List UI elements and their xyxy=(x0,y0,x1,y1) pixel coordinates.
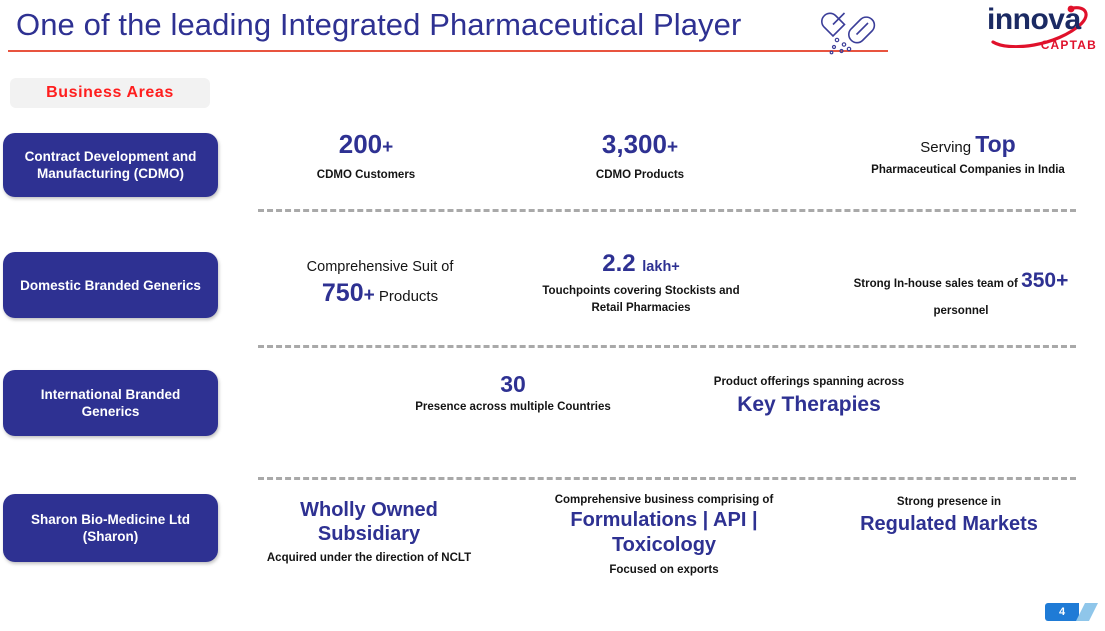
stat-value: 3,300+ xyxy=(601,129,679,159)
page-badge-flag-icon xyxy=(1076,603,1098,621)
capsule-pill-icon xyxy=(821,12,876,55)
stat-business-comprising: Comprehensive business comprising of For… xyxy=(540,492,788,578)
slide-header: One of the leading Integrated Pharmaceut… xyxy=(0,0,1105,62)
stat-label: personnel xyxy=(933,305,989,317)
row-separator-1 xyxy=(258,209,1076,212)
stat-cdmo-customers: 200+ CDMO Customers xyxy=(260,128,472,183)
stat-value-line1: Formulations | API | xyxy=(570,509,758,531)
stat-lead: Product offerings spanning across xyxy=(713,376,905,388)
stat-label: Pharmaceutical Companies in India xyxy=(871,164,1065,176)
row-international-branded-generics: International Branded Generics 30 Presen… xyxy=(0,370,1105,438)
stat-value: 200+ xyxy=(338,129,394,159)
stat-cdmo-products: 3,300+ CDMO Products xyxy=(532,128,748,183)
business-areas-chip: Business Areas xyxy=(10,78,210,108)
stat-value: Serving Top xyxy=(920,131,1016,157)
stat-value: 2.2 lakh+ xyxy=(602,250,680,277)
stat-sales-team: Strong In-house sales team of 350+ perso… xyxy=(820,270,1102,319)
brand-logo: innova CAPTAB xyxy=(987,2,1099,56)
stat-label: CDMO Products xyxy=(595,169,685,181)
row-sharon-bio-medicine: Sharon Bio-Medicine Ltd (Sharon) Wholly … xyxy=(0,492,1105,578)
stat-regulated-markets: Strong presence in Regulated Markets xyxy=(830,494,1068,538)
stat-value: Regulated Markets xyxy=(860,513,1038,535)
stat-cdmo-top-companies: Serving Top Pharmaceutical Companies in … xyxy=(836,130,1100,178)
stat-label: Presence across multiple Countries xyxy=(415,401,611,413)
stat-countries: 30 Presence across multiple Countries xyxy=(398,370,628,415)
stat-label-line1: Touchpoints covering Stockists and xyxy=(542,285,740,297)
stat-wholly-owned-subsidiary: Wholly Owned Subsidiary Acquired under t… xyxy=(258,498,480,566)
row-domestic-branded-generics: Domestic Branded Generics Comprehensive … xyxy=(0,250,1105,324)
stat-label-line2: Retail Pharmacies xyxy=(591,302,691,314)
category-pill-international-branded-generics[interactable]: International Branded Generics xyxy=(3,370,218,436)
stat-touchpoints: 2.2 lakh+ Touchpoints covering Stockists… xyxy=(528,250,754,315)
stat-key-therapies: Product offerings spanning across Key Th… xyxy=(690,374,928,420)
stat-label: Focused on exports xyxy=(609,564,719,576)
page-number-badge: 4 xyxy=(1045,603,1098,625)
row-cdmo: Contract Development and Manufacturing (… xyxy=(0,128,1105,200)
row-separator-3 xyxy=(258,477,1076,480)
stat-lead: Comprehensive Suit of xyxy=(306,259,454,275)
category-pill-cdmo[interactable]: Contract Development and Manufacturing (… xyxy=(3,133,218,197)
stat-value-line2: Toxicology xyxy=(611,534,717,556)
logo-wordmark: innova xyxy=(987,3,1081,36)
category-pill-sharon-bio-medicine[interactable]: Sharon Bio-Medicine Ltd (Sharon) xyxy=(3,494,218,562)
page-title: One of the leading Integrated Pharmaceut… xyxy=(16,7,742,42)
logo-swoosh-icon xyxy=(991,5,1088,48)
title-underline-rule xyxy=(8,50,888,52)
page-number: 4 xyxy=(1045,603,1079,621)
stat-product-suite: Comprehensive Suit of 750+ Products xyxy=(255,256,505,312)
stat-lead: Comprehensive business comprising of xyxy=(554,494,774,506)
logo-subtext: CAPTAB xyxy=(1040,38,1097,52)
row-separator-2 xyxy=(258,345,1076,348)
stat-value: 750+ Products xyxy=(321,279,439,307)
stat-label: CDMO Customers xyxy=(316,169,416,181)
category-pill-domestic-branded-generics[interactable]: Domestic Branded Generics xyxy=(3,252,218,318)
stat-value: Key Therapies xyxy=(737,393,881,416)
stat-value-line1: Wholly Owned xyxy=(300,499,438,521)
stat-value-line2: Subsidiary xyxy=(317,523,421,545)
stat-label: Acquired under the direction of NCLT xyxy=(266,552,472,564)
stat-lead: Strong presence in xyxy=(896,496,1002,508)
business-areas-label: Business Areas xyxy=(46,84,174,101)
stat-value: Strong In-house sales team of 350+ xyxy=(853,269,1069,292)
stat-value: 30 xyxy=(500,371,526,397)
